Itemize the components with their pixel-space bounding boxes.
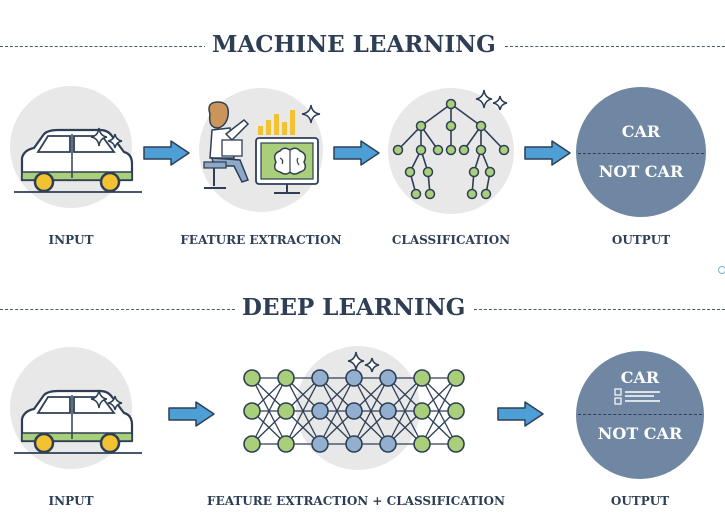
sparkle-icon: [90, 127, 123, 149]
network-node: [345, 435, 363, 453]
arrow-right-icon: [168, 401, 215, 427]
document-list-icon: [614, 388, 660, 405]
network-node: [311, 435, 329, 453]
network-node: [243, 435, 261, 453]
tree-node: [458, 144, 470, 156]
network-node: [277, 369, 295, 387]
dl-output-divider: [578, 414, 702, 415]
sparkle-icon: [475, 89, 508, 111]
ml-output-divider: [578, 153, 704, 154]
car-icon: [14, 389, 142, 454]
tree-node: [475, 120, 487, 132]
tree-node: [415, 120, 427, 132]
dl-label-input: INPUT: [48, 494, 94, 508]
network-node: [243, 402, 261, 420]
brain-icon: [273, 147, 307, 175]
network-node: [447, 402, 465, 420]
dl-section-title: DEEP LEARNING: [235, 294, 473, 321]
tree-edge: [397, 125, 422, 151]
bar-chart-icon: [258, 110, 295, 135]
sparkle-icon: [301, 104, 321, 124]
network-connection: [421, 377, 457, 445]
dl-label-output: OUTPUT: [610, 494, 670, 508]
tree-node: [432, 144, 444, 156]
tree-node: [392, 144, 404, 156]
neural-network-icon: [243, 369, 465, 453]
network-connection: [285, 377, 321, 445]
ml-label-input: INPUT: [48, 233, 94, 247]
dl-divider-left: [0, 309, 240, 310]
network-node: [277, 402, 295, 420]
arrow-right-icon: [333, 140, 380, 166]
tree-node: [468, 166, 480, 178]
tree-node: [445, 120, 457, 132]
ml-label-output: OUTPUT: [611, 233, 671, 247]
sparkle-icon: [347, 351, 380, 373]
dl-output-not-car: NOT CAR: [597, 424, 683, 443]
network-connection: [251, 377, 287, 445]
arrow-right-icon: [524, 140, 571, 166]
tree-edge: [420, 103, 452, 127]
dl-divider-right: [474, 309, 725, 310]
ml-divider-left: [0, 46, 212, 47]
ml-label-feature-extraction: FEATURE EXTRACTION: [180, 233, 342, 247]
decision-tree-icon: [392, 98, 510, 200]
tree-node: [404, 166, 416, 178]
network-node: [379, 369, 397, 387]
network-node: [447, 369, 465, 387]
network-node: [311, 369, 329, 387]
tree-edge: [480, 125, 505, 151]
tree-node: [480, 188, 492, 200]
arrow-right-icon: [143, 140, 190, 166]
network-node: [413, 402, 431, 420]
dl-label-feature-extraction-classification: FEATURE EXTRACTION + CLASSIFICATION: [207, 494, 505, 508]
network-node: [413, 369, 431, 387]
network-node: [413, 435, 431, 453]
network-node: [277, 435, 295, 453]
ml-output-not-car: NOT CAR: [598, 162, 684, 181]
sparkle-icon: [90, 389, 123, 411]
network-node: [311, 402, 329, 420]
tree-node: [475, 144, 487, 156]
ml-label-classification: CLASSIFICATION: [391, 233, 511, 247]
tree-node: [410, 188, 422, 200]
tree-node: [466, 188, 478, 200]
arrow-right-icon: [497, 401, 544, 427]
network-node: [243, 369, 261, 387]
ml-section-title: MACHINE LEARNING: [205, 31, 503, 58]
dl-output-circle: [576, 351, 704, 479]
edge-circle-mark: [718, 266, 725, 274]
ml-divider-right: [505, 46, 725, 47]
network-node: [345, 369, 363, 387]
tree-node: [484, 166, 496, 178]
network-connection: [353, 377, 389, 445]
network-node: [379, 402, 397, 420]
tree-node: [498, 144, 510, 156]
network-node: [379, 435, 397, 453]
ml-output-circle: [576, 87, 706, 217]
tree-node: [415, 144, 427, 156]
tree-node: [445, 98, 457, 110]
tree-edge: [450, 103, 482, 127]
tree-node: [424, 188, 436, 200]
tree-node: [422, 166, 434, 178]
ml-output-car: CAR: [621, 122, 661, 141]
network-node: [447, 435, 465, 453]
tree-node: [445, 144, 457, 156]
network-node: [345, 402, 363, 420]
network-connection: [387, 377, 423, 445]
dl-output-car: CAR: [620, 368, 660, 387]
network-connection: [319, 377, 355, 445]
